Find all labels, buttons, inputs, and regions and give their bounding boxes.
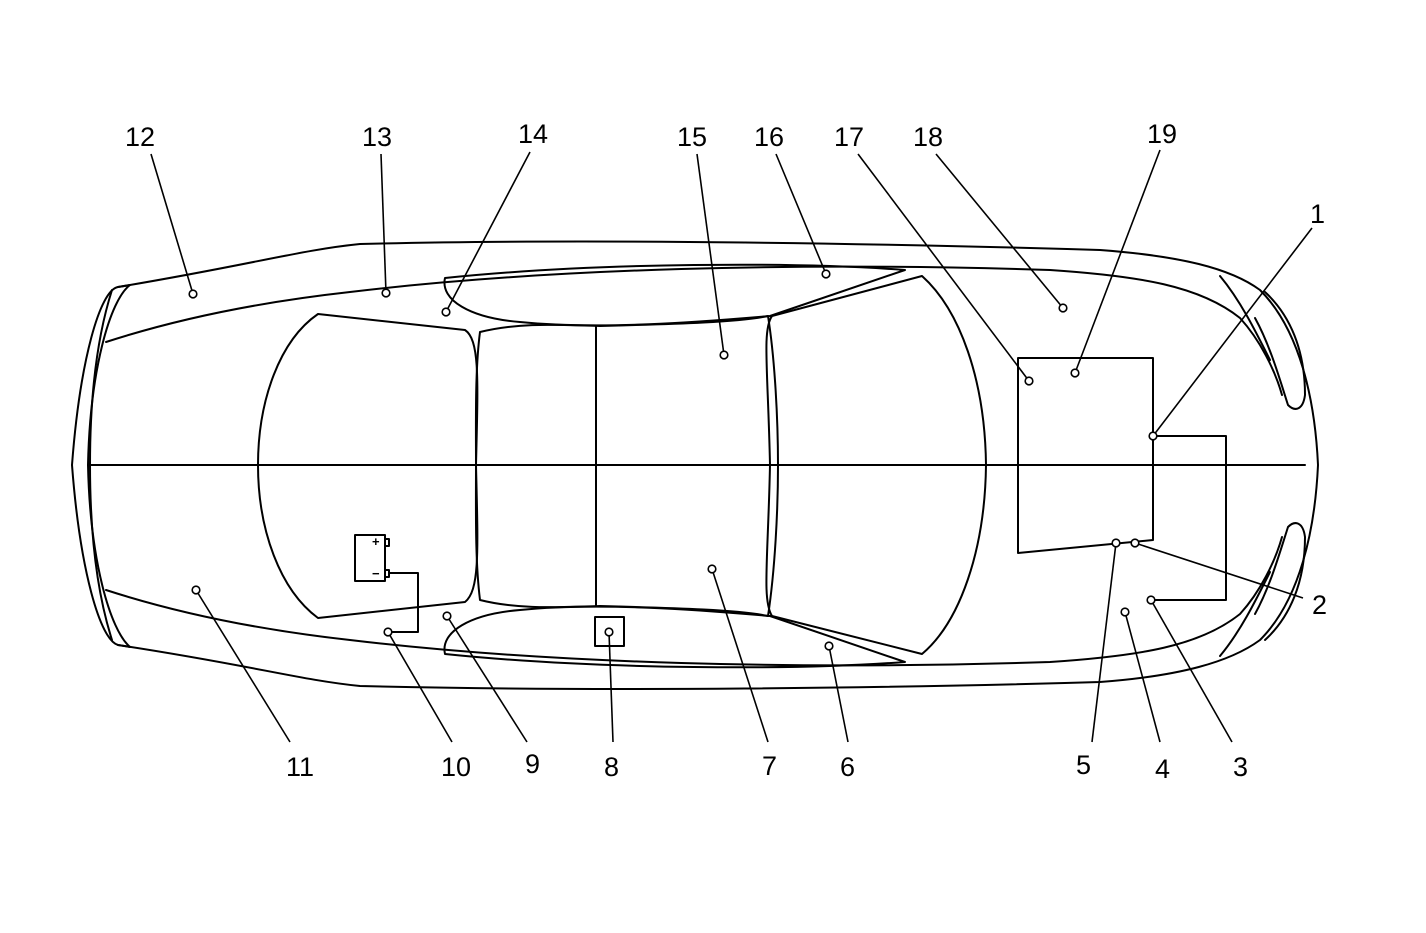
callout-12: 12 bbox=[125, 122, 155, 152]
leader-11 bbox=[195, 589, 291, 743]
leader-6 bbox=[828, 645, 849, 743]
side-glass-top bbox=[443, 263, 906, 327]
callout-6: 6 bbox=[840, 752, 855, 782]
callout-18: 18 bbox=[913, 122, 943, 152]
engine-harness bbox=[1017, 357, 1227, 601]
leader-19 bbox=[1074, 149, 1161, 374]
callout-14: 14 bbox=[518, 119, 548, 149]
windshield bbox=[765, 275, 987, 655]
callout-9: 9 bbox=[525, 749, 540, 779]
harness-loop bbox=[1151, 435, 1227, 601]
callout-11: 11 bbox=[286, 752, 314, 782]
callout-2: 2 bbox=[1312, 590, 1327, 620]
location-dot-12 bbox=[188, 289, 198, 299]
leader-5 bbox=[1091, 542, 1117, 743]
callout-labels: 1 2 3 4 5 6 7 8 9 10 11 12 13 14 15 16 1… bbox=[125, 119, 1327, 784]
leader-3 bbox=[1150, 599, 1233, 743]
component-dots bbox=[188, 269, 1158, 651]
location-dot-3 bbox=[1146, 595, 1156, 605]
headlamp-right bbox=[1254, 522, 1306, 641]
vehicle-body bbox=[71, 240, 1319, 690]
side-glass-bottom bbox=[443, 605, 906, 669]
leader-8 bbox=[608, 631, 614, 743]
leader-18 bbox=[935, 153, 1064, 309]
battery-icon: + − bbox=[354, 534, 419, 633]
leader-15 bbox=[696, 153, 725, 356]
leader-7 bbox=[711, 568, 769, 743]
body-crease-bottom bbox=[105, 536, 1283, 667]
location-dot-13 bbox=[381, 288, 391, 298]
location-dot-9 bbox=[442, 611, 452, 621]
callout-19: 19 bbox=[1147, 119, 1177, 149]
leader-lines bbox=[150, 149, 1313, 743]
front-fascia-top bbox=[1219, 275, 1271, 361]
leader-16 bbox=[775, 153, 827, 275]
leader-9 bbox=[446, 615, 528, 743]
location-dot-11 bbox=[191, 585, 201, 595]
location-dot-19 bbox=[1070, 368, 1080, 378]
callout-4: 4 bbox=[1155, 754, 1170, 784]
battery-cable bbox=[387, 572, 419, 633]
battery-minus-sign: − bbox=[372, 566, 380, 581]
rear-window bbox=[257, 313, 479, 619]
location-dot-10 bbox=[383, 627, 393, 637]
location-dot-4 bbox=[1120, 607, 1130, 617]
location-dot-7 bbox=[707, 564, 717, 574]
location-dot-17 bbox=[1024, 376, 1034, 386]
location-dot-8 bbox=[604, 627, 614, 637]
headlamp-left bbox=[1254, 291, 1306, 410]
leader-17 bbox=[857, 153, 1030, 382]
callout-17: 17 bbox=[834, 122, 864, 152]
callout-3: 3 bbox=[1233, 752, 1248, 782]
body-outline bbox=[117, 240, 1319, 690]
callout-16: 16 bbox=[754, 122, 784, 152]
callout-10: 10 bbox=[441, 752, 471, 782]
leader-4 bbox=[1124, 611, 1161, 743]
leader-12 bbox=[150, 153, 194, 295]
location-dot-18 bbox=[1058, 303, 1068, 313]
callout-8: 8 bbox=[604, 752, 619, 782]
callout-15: 15 bbox=[677, 122, 707, 152]
harness-box bbox=[1017, 357, 1154, 554]
roof-panel bbox=[474, 315, 779, 617]
location-dot-14 bbox=[441, 307, 451, 317]
location-dot-6 bbox=[824, 641, 834, 651]
rear-bumper bbox=[71, 284, 131, 648]
leader-1 bbox=[1152, 227, 1313, 437]
battery-plus-sign: + bbox=[372, 534, 380, 549]
leader-10 bbox=[387, 631, 453, 743]
location-dot-5 bbox=[1111, 538, 1121, 548]
leader-14 bbox=[445, 151, 531, 313]
callout-13: 13 bbox=[362, 122, 392, 152]
location-dot-15 bbox=[719, 350, 729, 360]
location-dot-2 bbox=[1130, 538, 1140, 548]
callout-5: 5 bbox=[1076, 750, 1091, 780]
callout-1: 1 bbox=[1310, 199, 1325, 229]
body-crease-top bbox=[105, 265, 1283, 396]
leader-2 bbox=[1134, 542, 1304, 599]
location-dot-16 bbox=[821, 269, 831, 279]
location-dot-1 bbox=[1148, 431, 1158, 441]
callout-7: 7 bbox=[762, 751, 777, 781]
leader-13 bbox=[380, 153, 387, 294]
front-fascia-bottom bbox=[1219, 571, 1271, 657]
